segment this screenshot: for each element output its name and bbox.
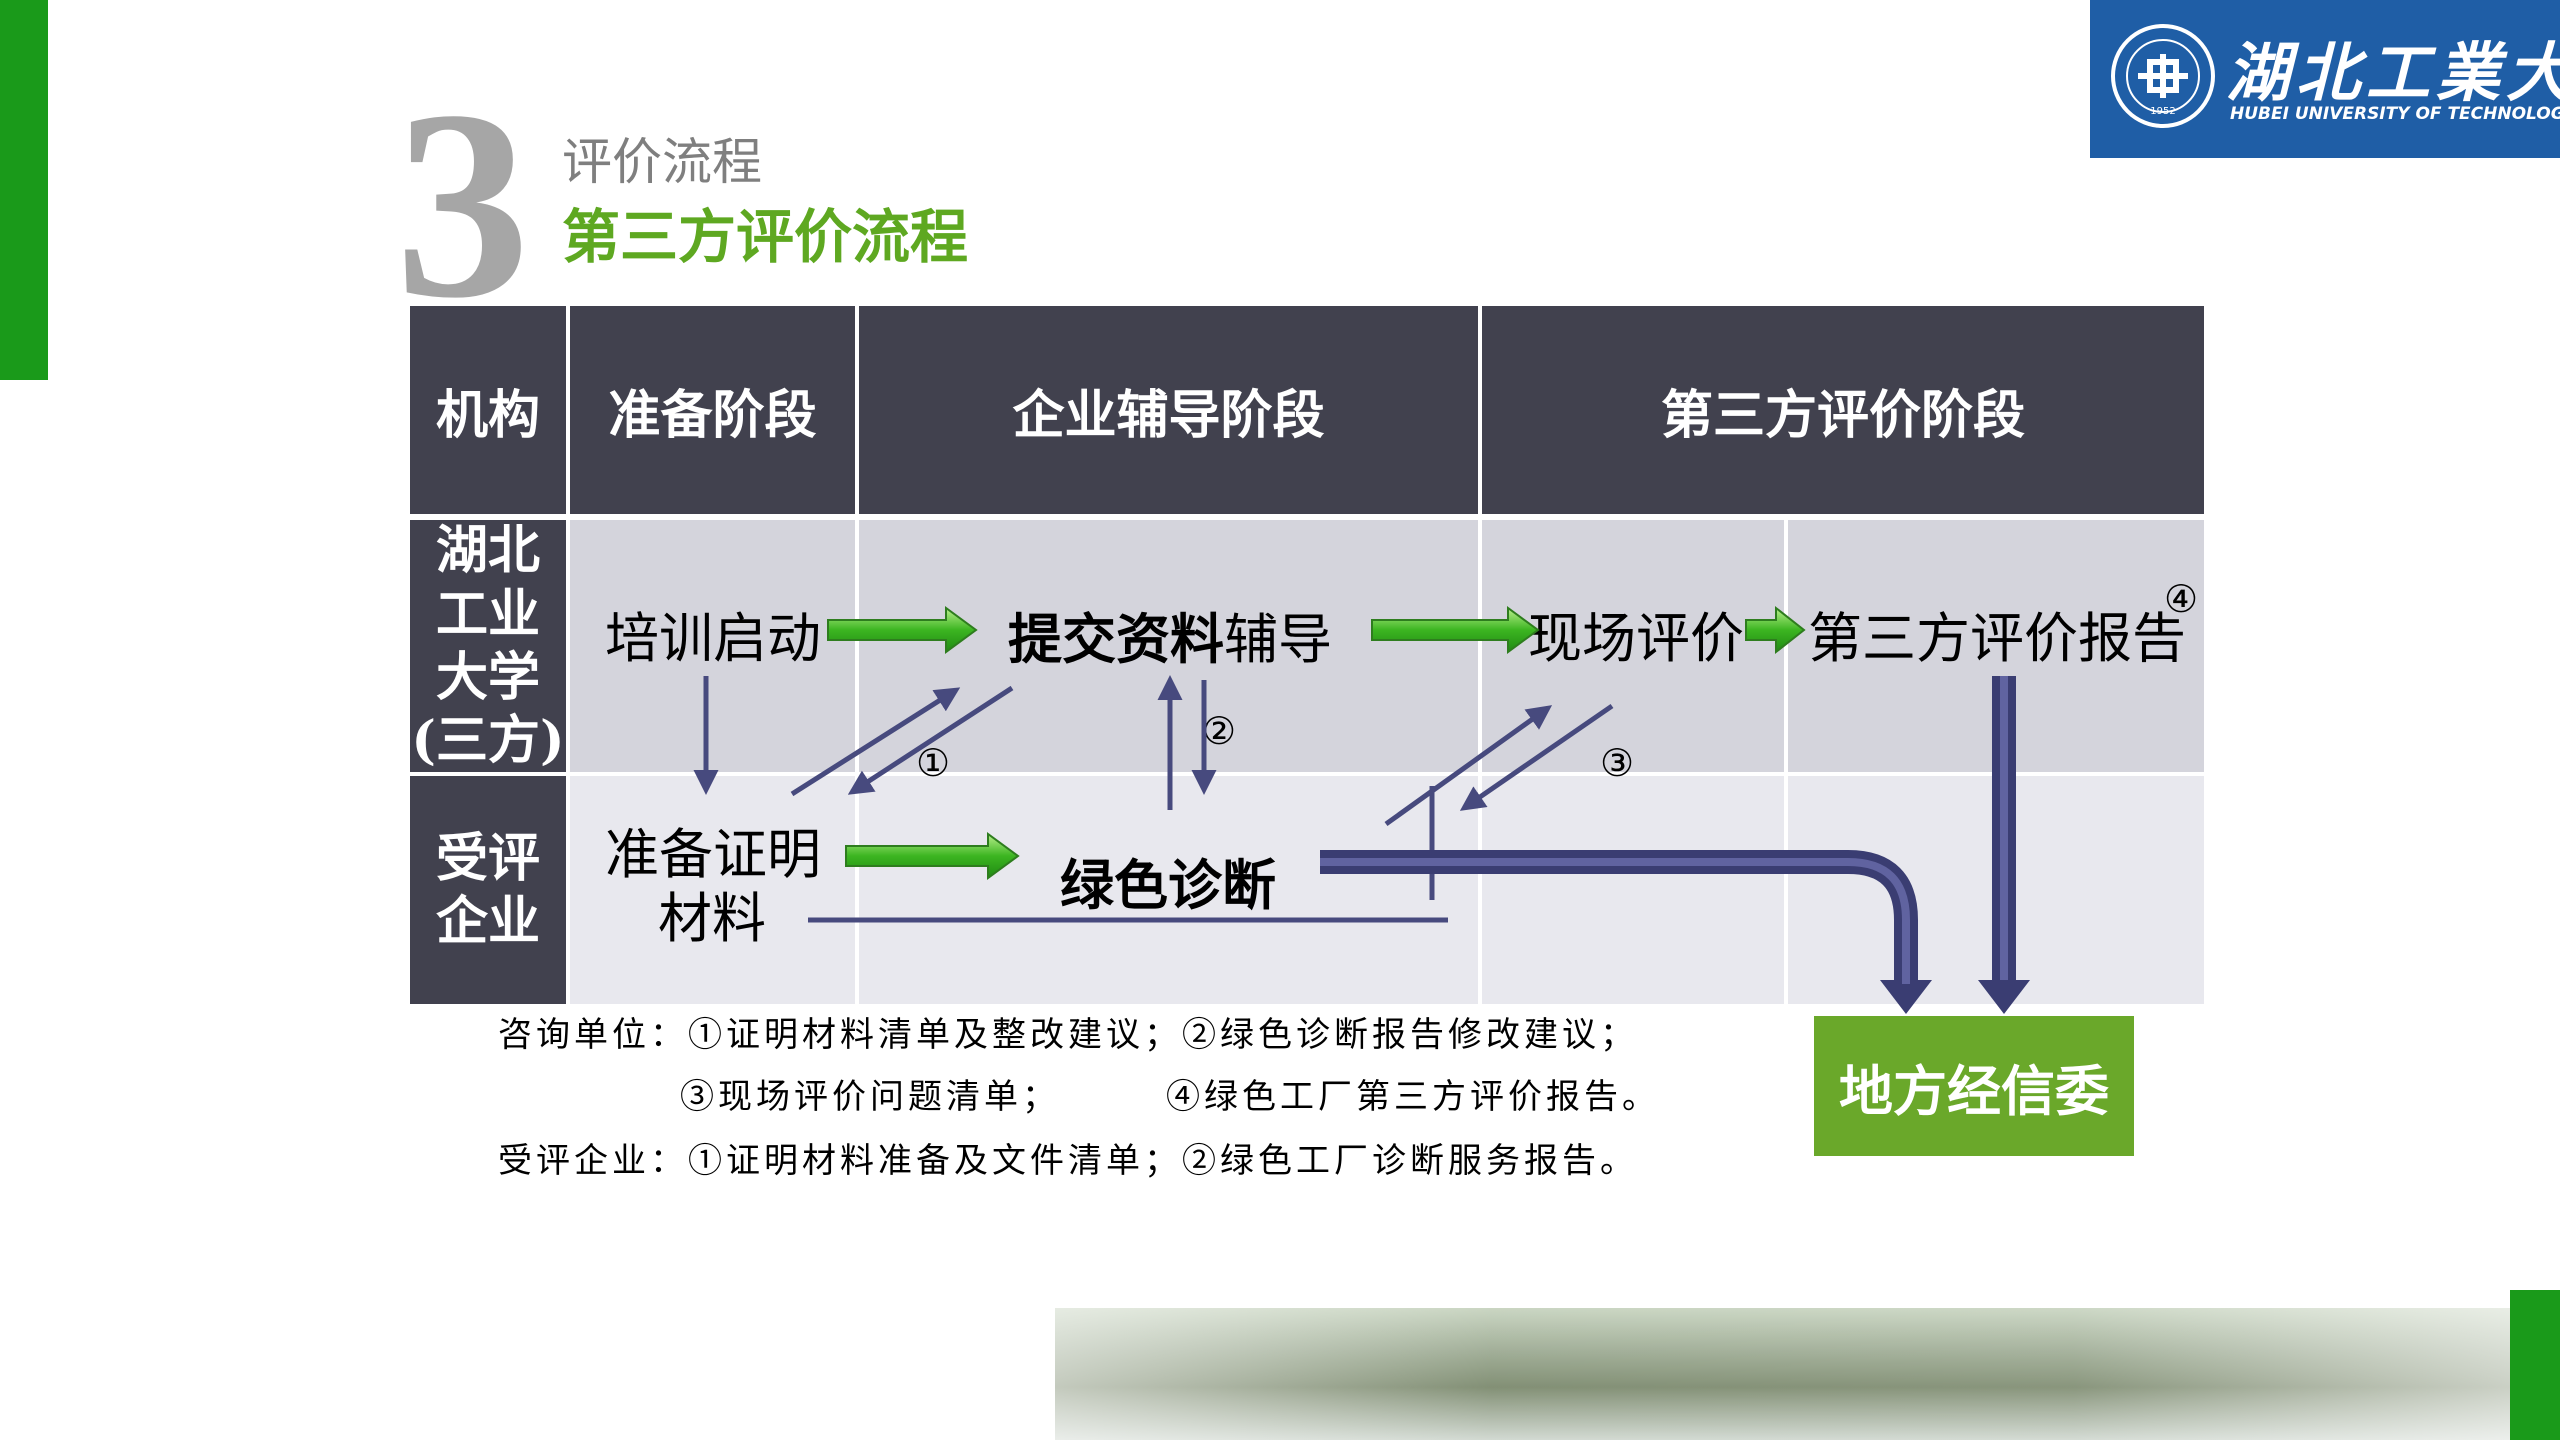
row-label-enterprise: 受评 企业: [410, 776, 566, 1004]
step-prepare-evidence-line2: 材料: [658, 887, 766, 950]
university-name-en: HUBEI UNIVERSITY OF TECHNOLOGY: [2230, 104, 2560, 124]
cell-row2-onsite: [1482, 776, 1784, 1004]
note-consulting-line2b: ④绿色工厂第三方评价报告。: [1166, 1077, 1660, 1117]
marker-1: ①: [916, 741, 951, 785]
green-arrow-onsite-to-report: [1745, 605, 1806, 655]
cell-row2-coaching: [859, 776, 1478, 1004]
step-prepare-evidence: 准备证明: [605, 823, 821, 886]
cell-row1-onsite: [1482, 520, 1784, 772]
university-seal-icon: 1952: [2111, 24, 2215, 128]
note-consulting-line2a: ③现场评价问题清单；: [680, 1077, 1060, 1117]
marker-2: ②: [1202, 709, 1237, 753]
cell-row1-preparation: [570, 520, 855, 772]
header-third-party: 第三方评价阶段: [1482, 306, 2204, 514]
row-label-university: 湖北 工业 大学 (三方): [410, 520, 566, 772]
section-number: 3: [395, 55, 530, 354]
note-enterprise: 受评企业：①证明材料准备及文件清单；②绿色工厂诊断服务报告。: [498, 1141, 1638, 1181]
marker-3: ③: [1600, 741, 1635, 785]
arrow-3-up: [1384, 705, 1553, 827]
seal-year: 1952: [2150, 106, 2175, 117]
accent-bar-right: [2510, 1290, 2560, 1440]
section-title: 评价流程: [562, 133, 762, 191]
cell-row2-preparation: [570, 776, 855, 1004]
step-onsite-evaluation: 现场评价: [1528, 607, 1744, 670]
destination-box: 地方经信委: [1814, 1016, 2134, 1156]
arrow-1-up: [790, 687, 961, 797]
section-subtitle: 第三方评价流程: [562, 203, 969, 271]
green-arrow-submit-to-onsite: [1371, 606, 1540, 654]
step-submit-materials: 提交资料辅导: [1008, 607, 1332, 671]
header-institution: 机构: [410, 306, 566, 514]
green-arrow-training-to-submit: [827, 606, 978, 654]
step-evaluation-report: 第三方评价报告: [1808, 607, 2186, 670]
campus-photo-fade: [1055, 1308, 2510, 1440]
green-arrow-prepare-to-diagnosis: [845, 832, 1020, 880]
note-consulting-line1: 咨询单位：①证明材料清单及整改建议；②绿色诊断报告修改建议；: [498, 1015, 1638, 1055]
arrow-3-down: [1459, 703, 1614, 811]
step-green-diagnosis: 绿色诊断: [1060, 853, 1276, 917]
header-preparation: 准备阶段: [570, 306, 855, 514]
accent-bar-left: [0, 0, 48, 380]
step-training: 培训启动: [605, 607, 821, 670]
header-coaching: 企业辅导阶段: [859, 306, 1478, 514]
marker-4: ④: [2164, 577, 2199, 621]
arrow-1-down: [847, 685, 1014, 795]
university-name-cn: 湖北工業大學: [2226, 36, 2560, 111]
thick-arrow-diagnosis-to-destination: [1320, 850, 1918, 984]
